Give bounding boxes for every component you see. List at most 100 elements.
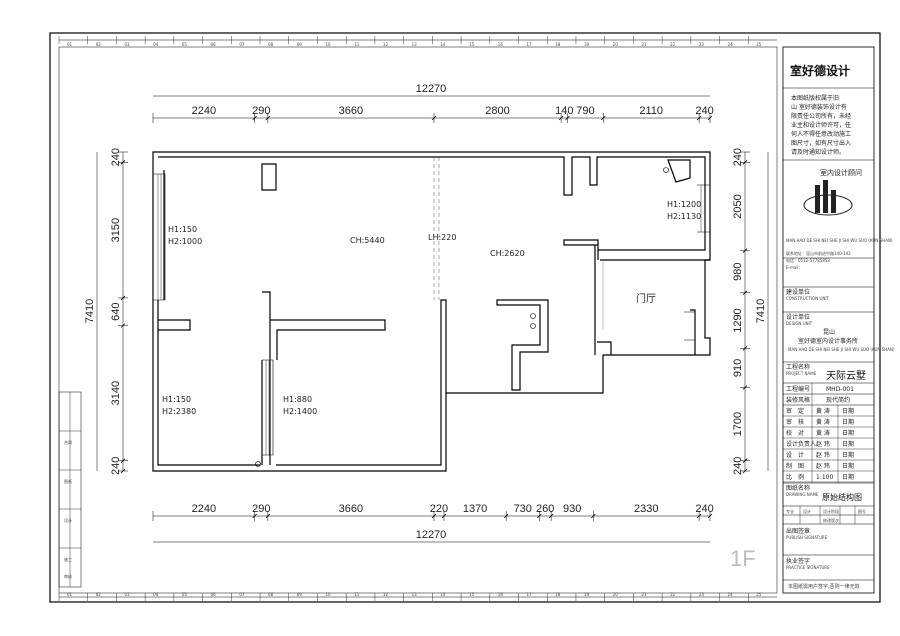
top-total-value: 12270 <box>416 83 447 95</box>
tick-label: 19 <box>584 42 590 47</box>
design-unit-label-en: DESIGN UNIT <box>786 321 813 326</box>
right-total-value: 7410 <box>755 299 767 323</box>
notice-line: 请及时通知设计师。 <box>791 148 845 156</box>
top-dim-value: 2110 <box>639 105 663 117</box>
right-dim-slash <box>742 346 748 351</box>
bottom-dim-slash <box>265 513 271 519</box>
top-dim-slash <box>707 115 713 121</box>
stage-cell: 设计 <box>803 508 811 514</box>
window-right-h1: H1:1200 <box>667 200 701 209</box>
tick-label: 06 <box>211 592 217 597</box>
right-dim-value: 980 <box>732 262 744 280</box>
bottom-dim-value: 220 <box>430 503 448 515</box>
design-org-city: 昆山 <box>823 328 835 336</box>
interior-wall-3 <box>158 319 191 331</box>
pipe-icon <box>663 167 669 173</box>
left-dim-value: 640 <box>110 303 122 321</box>
role-date: 日期 <box>842 451 854 459</box>
role-title: 制 图 <box>786 462 804 470</box>
bottom-dim-value: 930 <box>563 503 581 515</box>
top-dim-slash <box>565 115 570 121</box>
role-title: 校 对 <box>786 429 804 437</box>
contact-line-2: 电话：0512-57785853 <box>786 257 830 263</box>
top-dim-slash <box>431 115 437 121</box>
tick-label: 01 <box>67 592 73 597</box>
tick-label: 12 <box>383 42 389 47</box>
top-dim-value: 3660 <box>339 105 363 117</box>
company-logo: 室好德设计 <box>790 63 850 78</box>
role-date: 日期 <box>842 473 854 481</box>
role-person: 黄 涛 <box>816 407 830 415</box>
tick-label: 07 <box>239 592 245 597</box>
interior-wall-6 <box>594 245 710 355</box>
bottom-dim-slash <box>537 513 542 519</box>
side-stamp-5: 审核 <box>64 573 72 579</box>
right-dim-value: 1700 <box>732 412 744 436</box>
tick-label: 23 <box>699 42 705 47</box>
left-dim-value: 240 <box>110 148 122 166</box>
notice-line: 业主和设计师许可，任 <box>791 121 851 129</box>
role-person: 黄 涛 <box>816 418 830 426</box>
bottom-dim-slash <box>431 513 437 519</box>
bottom-dim-slash <box>252 513 257 519</box>
left-dim-value: 3140 <box>110 381 122 405</box>
role-table: 审 定黄 涛日期审 核黄 涛日期校 对黄 涛日期设计负责人赵 玮日期设 计赵 玮… <box>786 407 854 481</box>
role-date: 日期 <box>842 440 854 448</box>
role-title: 设计负责人 <box>786 440 816 448</box>
outer-wall <box>152 151 711 472</box>
left-dim-slash <box>120 458 126 463</box>
inner-frame <box>58 46 778 594</box>
project-no-label: 工程编号 <box>786 385 810 393</box>
stage-table: 专业设计设计阶段图号修改版次 <box>786 508 866 523</box>
right-dim-value: 240 <box>732 148 744 166</box>
stage-cell: 专业 <box>786 508 794 514</box>
window-mid-h1: H1:880 <box>283 395 312 404</box>
tick-label: 21 <box>641 42 647 47</box>
consultant-logo-icon <box>803 180 853 216</box>
role-title: 审 定 <box>786 407 804 415</box>
tick-label: 03 <box>124 592 130 597</box>
bottom-dim-value: 260 <box>536 503 554 515</box>
registration-label-en: PRACTICE SIGNATURE <box>786 565 830 570</box>
tick-label: 01 <box>67 42 73 47</box>
tick-label: 07 <box>239 42 245 47</box>
tick-label: 08 <box>268 592 274 597</box>
top-dim-value: 290 <box>252 105 270 117</box>
top-dim-value: 240 <box>695 105 713 117</box>
duct-icon-1 <box>530 313 536 319</box>
footer-note: 本图纸需用户签字,否则一律无效 <box>788 583 860 590</box>
right-dim-slash <box>742 468 748 474</box>
window-mid <box>262 359 274 456</box>
tick-label: 25 <box>756 42 762 47</box>
contact-line-3: E-mail： <box>786 265 803 270</box>
role-date: 日期 <box>842 407 854 415</box>
right-dim-slash <box>742 248 748 253</box>
top-dim-slash <box>601 115 606 121</box>
left-dim-slash <box>120 295 126 301</box>
tick-label: 19 <box>584 592 590 597</box>
tick-label: 02 <box>96 42 102 47</box>
tick-label: 06 <box>211 42 217 47</box>
stage-cell: 图号 <box>858 508 866 514</box>
top-dim-value: 2800 <box>485 105 509 117</box>
bottom-dim-slash <box>548 513 554 519</box>
tick-label: 02 <box>96 592 102 597</box>
outer-frame <box>49 32 881 603</box>
style-value: 现代简约 <box>826 396 850 404</box>
right-dim-slash <box>742 160 748 165</box>
window-entry <box>684 311 696 341</box>
project-name: 天际云墅 <box>826 370 866 382</box>
tick-label: 09 <box>297 42 303 47</box>
top-dim-slash <box>558 115 564 121</box>
notice-line: 本图纸版权属于旧 <box>791 94 839 102</box>
publish-label-en: PUBLISH SIGNATURE <box>786 535 828 540</box>
role-person: 赵 玮 <box>816 440 830 448</box>
left-dim-slash <box>120 468 126 474</box>
tick-label: 14 <box>440 592 446 597</box>
role-person: 黄 涛 <box>816 429 830 437</box>
role-person: 赵 玮 <box>816 462 830 470</box>
window-left-top-h1: H1:150 <box>168 225 197 234</box>
